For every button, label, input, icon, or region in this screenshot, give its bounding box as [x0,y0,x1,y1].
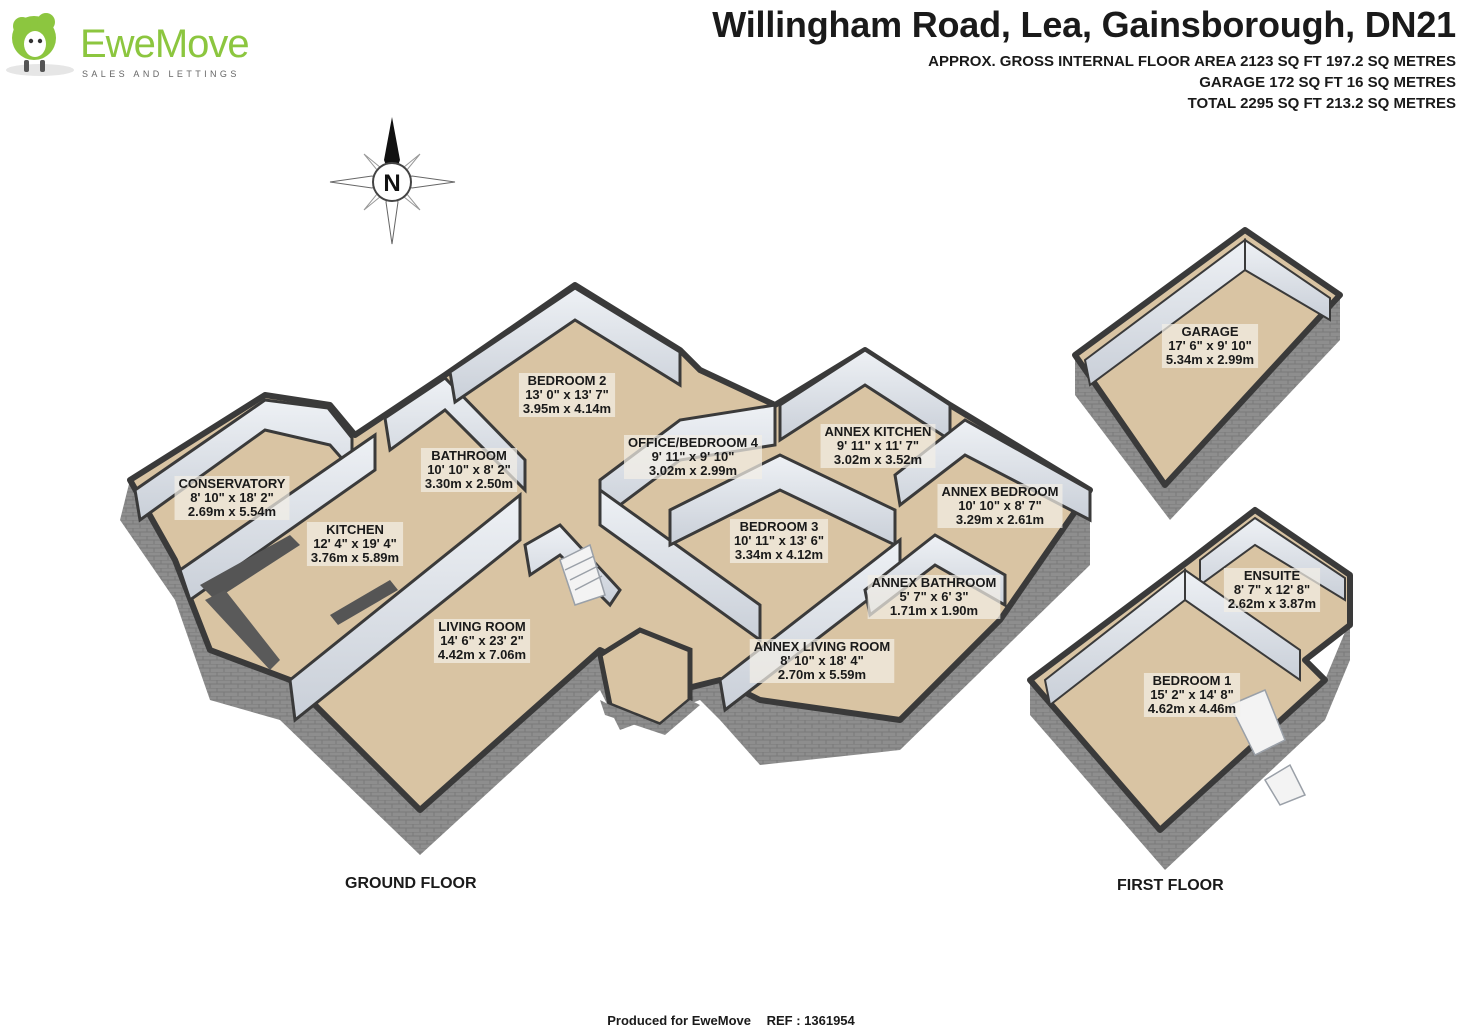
room-label-background [937,484,1063,528]
room-size-imperial: 10' 10" x 8' 2" [427,462,511,477]
room-size-imperial: 5' 7" x 6' 3" [899,589,968,604]
room-size-metric: 3.76m x 5.89m [311,550,399,565]
room-label-background [623,435,763,479]
room-size-imperial: 17' 6" x 9' 10" [1168,338,1252,353]
room-name: BEDROOM 3 [740,519,819,534]
ground-floor-stairs [559,543,606,606]
footer-reference: REF : 1361954 [766,1013,855,1028]
room-size-metric: 4.42m x 7.06m [438,647,526,662]
room-label-background [820,424,936,468]
ground-floor-label: GROUND FLOOR [345,875,477,892]
ewemove-logo: EweMove SALES AND LETTINGS [4,8,250,80]
room-label-bedroom-2: BEDROOM 213' 0" x 13' 7"3.95m x 4.14m [518,373,616,417]
sheep-mascot-icon [6,13,74,76]
room-size-metric: 3.95m x 4.14m [523,401,611,416]
footer-produced-for: Produced for EweMove [607,1013,751,1028]
room-label-background [518,373,616,417]
room-name: LIVING ROOM [438,619,525,634]
area-garage: GARAGE 172 SQ FT 16 SQ METRES [1199,74,1456,91]
compass-north-label: N [383,170,400,197]
room-name: CONSERVATORY [179,476,286,491]
room-size-metric: 3.30m x 2.50m [425,476,513,491]
brand-tagline: SALES AND LETTINGS [82,69,240,79]
room-name: GARAGE [1181,324,1238,339]
room-name: BEDROOM 1 [1153,673,1232,688]
area-gross-internal: APPROX. GROSS INTERNAL FLOOR AREA 2123 S… [928,53,1456,70]
room-label-background [867,575,1001,619]
ground-floor-bays [597,627,700,735]
room-label-background [749,639,895,683]
room-name: ANNEX LIVING ROOM [754,639,891,654]
room-size-imperial: 10' 11" x 13' 6" [734,533,824,548]
compass-rose-icon: N [329,117,456,245]
room-label-background [729,519,829,563]
room-size-imperial: 14' 6" x 23' 2" [440,633,524,648]
room-size-imperial: 13' 0" x 13' 7" [525,387,609,402]
room-name: ANNEX BEDROOM [941,484,1058,499]
room-size-imperial: 10' 10" x 8' 7" [958,498,1042,513]
room-size-imperial: 9' 11" x 9' 10" [652,449,735,464]
brand-name: EweMove [80,22,250,66]
room-size-metric: 3.34m x 4.12m [735,547,823,562]
room-name: BEDROOM 2 [528,373,607,388]
room-name: ANNEX KITCHEN [825,424,932,439]
room-label-background [306,522,404,566]
room-size-imperial: 15' 2" x 14' 8" [1150,687,1234,702]
room-size-metric: 3.29m x 2.61m [956,512,1044,527]
room-label-background [1223,568,1321,612]
room-size-imperial: 8' 10" x 18' 2" [190,490,274,505]
room-label-background [433,619,531,663]
property-address-title: Willingham Road, Lea, Gainsborough, DN21 [712,4,1456,45]
area-total: TOTAL 2295 SQ FT 213.2 SQ METRES [1187,95,1456,112]
room-label-background [1143,673,1241,717]
room-size-imperial: 9' 11" x 11' 7" [837,438,919,453]
room-name: ENSUITE [1244,568,1301,583]
footer: Produced for EweMove REF : 1361954 [0,1013,1462,1028]
room-name: KITCHEN [326,522,384,537]
room-size-imperial: 8' 10" x 18' 4" [780,653,864,668]
room-label-bedroom-3: BEDROOM 310' 11" x 13' 6"3.34m x 4.12m [729,519,829,563]
room-label-bedroom-1: BEDROOM 115' 2" x 14' 8"4.62m x 4.46m [1143,673,1241,717]
room-size-metric: 3.02m x 2.99m [649,463,737,478]
room-size-imperial: 8' 7" x 12' 8" [1234,582,1310,597]
room-name: ANNEX BATHROOM [872,575,997,590]
room-label-office-bedroom-4: OFFICE/BEDROOM 49' 11" x 9' 10"3.02m x 2… [623,435,763,479]
garage-structure [1072,227,1343,520]
room-size-imperial: 12' 4" x 19' 4" [313,536,397,551]
room-label-background [174,476,290,520]
room-name: BATHROOM [431,448,507,463]
room-label-background [420,448,518,492]
room-label-background [1161,324,1259,368]
kitchen-counters [200,535,398,670]
room-size-metric: 2.69m x 5.54m [188,504,276,519]
room-size-metric: 2.70m x 5.59m [778,667,866,682]
room-size-metric: 1.71m x 1.90m [890,603,978,618]
room-name: OFFICE/BEDROOM 4 [628,435,759,450]
room-size-metric: 3.02m x 3.52m [834,452,922,467]
room-size-metric: 5.34m x 2.99m [1166,352,1254,367]
room-size-metric: 2.62m x 3.87m [1228,596,1316,611]
first-floor-label: FIRST FLOOR [1117,877,1224,894]
room-size-metric: 4.62m x 4.46m [1148,701,1236,716]
